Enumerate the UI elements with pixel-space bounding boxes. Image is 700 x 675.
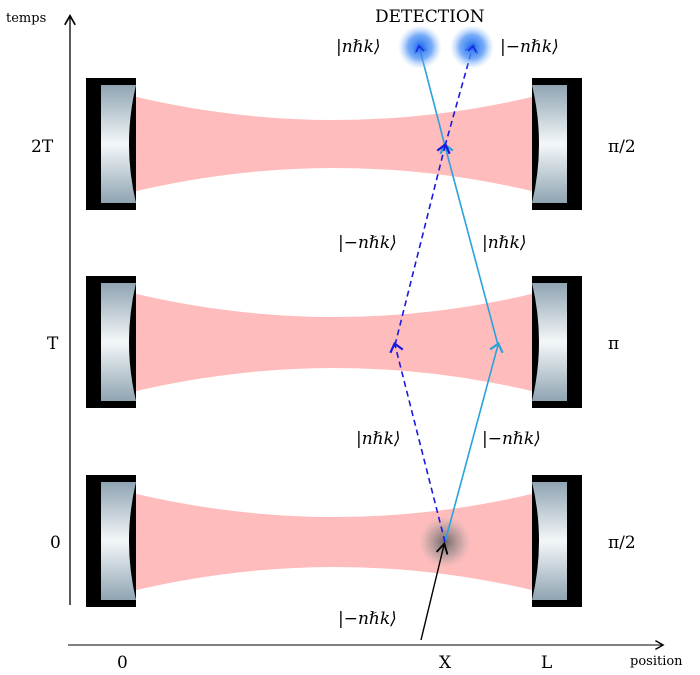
pulse-label-bottom: π/2: [608, 533, 636, 553]
ket-bottom-left: |nℏk⟩: [356, 429, 401, 449]
mirror-left-top: [86, 78, 136, 210]
position-tick-0: 0: [117, 653, 128, 673]
path-dashed-lower: [389, 341, 446, 543]
incoming-atom-path: [420, 541, 449, 641]
mirror-left-bottom: [86, 475, 136, 607]
path-solid-upper: [439, 142, 499, 346]
mirror-right-bottom: [532, 475, 582, 607]
path-dashed-upper: [394, 142, 451, 346]
laser-beam-bottom: [128, 492, 540, 592]
time-tick-0: 0: [50, 533, 61, 553]
mirror-left-middle: [86, 276, 136, 408]
pulse-label-top: π/2: [608, 137, 636, 157]
ket-top-right: |nℏk⟩: [482, 233, 527, 253]
position-axis-label: position: [630, 654, 683, 669]
laser-beam-middle: [128, 292, 540, 393]
ket-out-left: |nℏk⟩: [336, 37, 381, 57]
ket-out-right: |−nℏk⟩: [500, 37, 559, 57]
time-axis-label: temps: [6, 11, 46, 26]
time-tick-2T: 2T: [31, 137, 54, 157]
ket-top-left: |−nℏk⟩: [338, 233, 397, 253]
time-tick-T: T: [47, 334, 59, 354]
path-solid-lower: [444, 341, 504, 543]
laser-beam-top: [128, 95, 540, 193]
detection-label: DETECTION: [375, 7, 485, 27]
position-tick-X: X: [439, 653, 452, 673]
mirror-right-top: [532, 78, 582, 210]
path-dashed-exit: [444, 42, 479, 147]
ket-incoming: |−nℏk⟩: [338, 609, 397, 629]
ket-bottom-right: |−nℏk⟩: [482, 429, 541, 449]
mirror-right-middle: [532, 276, 582, 408]
position-tick-L: L: [541, 653, 552, 673]
pulse-label-middle: π: [608, 334, 619, 354]
